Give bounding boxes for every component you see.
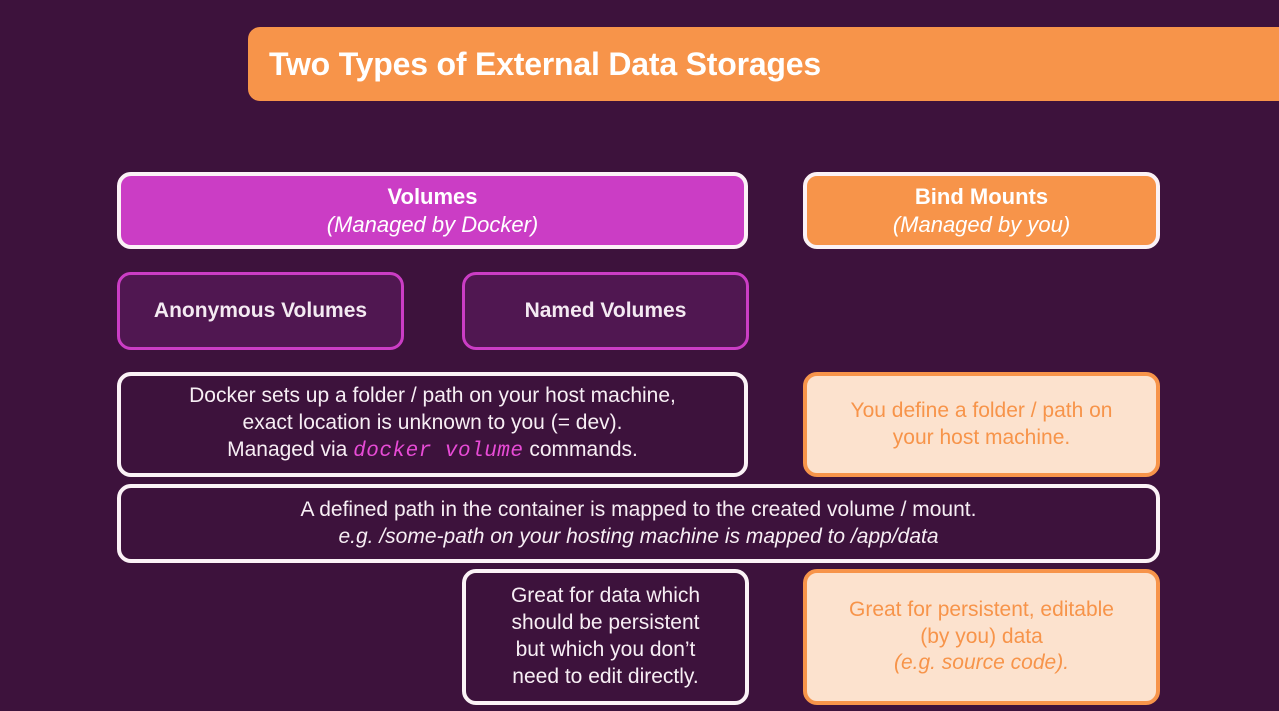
mapping-note-line-1: A defined path in the container is mappe… [300,497,977,521]
bind-mounts-description-line-2: your host machine. [892,425,1071,449]
bind-mounts-benefit-line-2: (by you) data [920,624,1043,648]
bind-mounts-description-line-1: You define a folder / path on [850,398,1113,422]
volumes-benefit-line-2: should be persistent [511,611,700,635]
anonymous-volumes-label: Anonymous Volumes [153,298,368,322]
volumes-subtitle: (Managed by Docker) [326,211,539,237]
named-volumes-label: Named Volumes [524,298,687,322]
bind-mounts-description-card: You define a folder / path on your host … [803,372,1160,477]
volumes-benefit-line-1: Great for data which [510,584,701,608]
named-volumes-card: Named Volumes [462,272,749,350]
bind-mounts-header-card: Bind Mounts (Managed by you) [803,172,1160,249]
volumes-description-line-2: exact location is unknown to you (= dev)… [242,411,623,435]
docker-volume-command: docker volume [353,439,524,463]
bind-mounts-subtitle: (Managed by you) [892,211,1071,237]
volumes-description-card: Docker sets up a folder / path on your h… [117,372,748,477]
bind-mounts-title: Bind Mounts [914,183,1049,209]
volumes-benefit-line-4: need to edit directly. [512,664,699,688]
volumes-description-line-3: Managed via docker volume commands. [227,438,638,465]
volumes-description-line-1: Docker sets up a folder / path on your h… [189,384,676,408]
volumes-title: Volumes [387,183,478,209]
anonymous-volumes-card: Anonymous Volumes [117,272,404,350]
managed-via-prefix: Managed via [227,437,354,461]
volumes-benefit-card: Great for data which should be persisten… [462,569,749,705]
shared-mapping-note-card: A defined path in the container is mappe… [117,484,1160,563]
volumes-benefit-line-3: but which you don’t [515,638,696,661]
slide-title-bar: Two Types of External Data Storages [248,27,1279,101]
bind-mounts-benefit-line-1: Great for persistent, editable [849,597,1114,621]
volumes-header-card: Volumes (Managed by Docker) [117,172,748,249]
mapping-note-line-2: e.g. /some-path on your hosting machine … [338,524,939,548]
page-title: Two Types of External Data Storages [269,45,821,82]
bind-mounts-benefit-card: Great for persistent, editable (by you) … [803,569,1160,705]
bind-mounts-benefit-line-3: (e.g. source code). [893,651,1070,675]
managed-via-suffix: commands. [523,437,638,461]
